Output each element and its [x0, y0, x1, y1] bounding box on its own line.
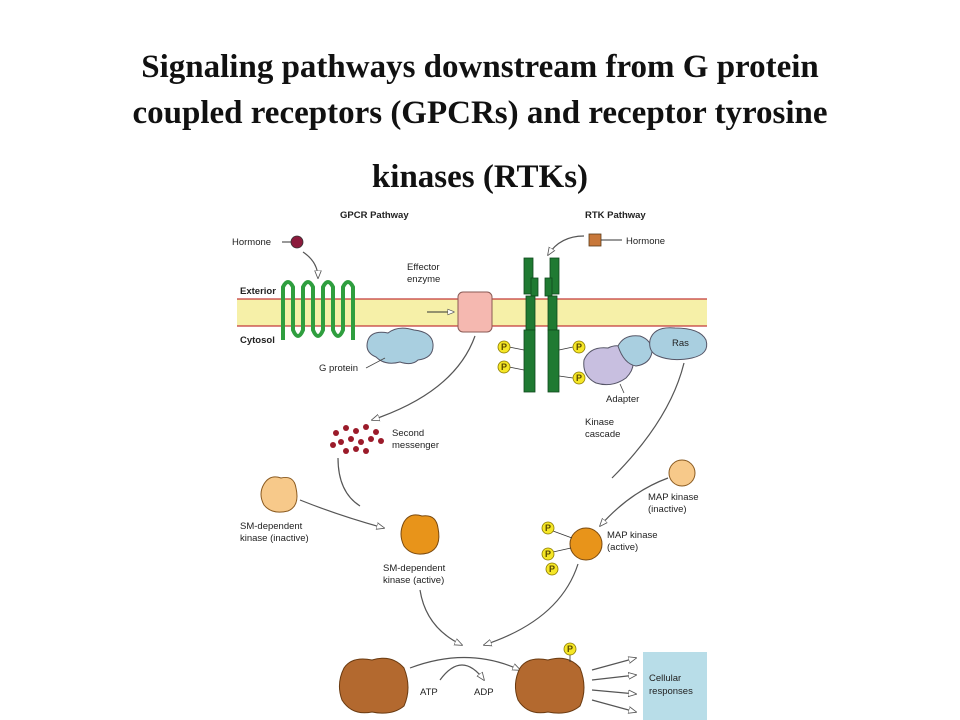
response-arrow-4: [591, 699, 636, 712]
svg-text:P: P: [545, 549, 551, 559]
arrow-kinase-cascade: [611, 362, 685, 479]
map-kinase-inactive-label-1: MAP kinase: [648, 492, 699, 503]
adapter-label: Adapter: [606, 394, 639, 405]
phosphate-map-2: P: [541, 547, 555, 561]
svg-text:P: P: [549, 564, 555, 574]
p-link-rtk-3: [558, 346, 574, 351]
hormone-label-gpcr: Hormone: [232, 237, 271, 248]
phosphate-substrate: P: [563, 642, 577, 656]
p-link-rtk-4: [558, 375, 574, 379]
effector-label-2: enzyme: [407, 274, 440, 285]
sm-kinase-active-label-1: SM-dependent: [383, 563, 446, 574]
p-link-map-1: [552, 530, 573, 539]
p-link-rtk-2: [508, 366, 525, 371]
page-title: Signaling pathways downstream from G pro…: [40, 44, 920, 200]
hormone-rtk-icon: [588, 233, 602, 247]
title-line-3: kinases (RTKs): [371, 159, 589, 195]
ras-label: Ras: [672, 338, 689, 349]
kinase-cascade-label-2: cascade: [585, 429, 620, 440]
second-messenger-label-1: Second: [392, 428, 424, 439]
response-arrow-1: [591, 658, 636, 671]
ras-protein: [649, 327, 708, 361]
arrow-effector-to-second-messenger: [372, 335, 476, 420]
map-kinase-inactive: [668, 459, 696, 487]
cellular-responses-label-2: responses: [649, 686, 693, 697]
gpcr-pathway-label: GPCR Pathway: [340, 210, 409, 221]
exterior-label: Exterior: [240, 286, 276, 297]
hormone-gpcr-icon: [290, 235, 304, 249]
effector-label-1: Effector: [407, 262, 440, 273]
cytosol-label: Cytosol: [240, 335, 275, 346]
atp-label: ATP: [420, 687, 438, 698]
phosphate-rtk-1: P: [497, 340, 511, 354]
phosphate-rtk-2: P: [497, 360, 511, 374]
g-protein-label: G protein: [319, 363, 358, 374]
arrow-second-messenger-to-sm-kinase: [337, 457, 361, 507]
sm-kinase-inactive: [260, 476, 298, 513]
reaction-arrow: [409, 656, 520, 670]
svg-text:P: P: [567, 644, 573, 654]
g-protein-pointer: [365, 357, 386, 369]
kinase-cascade-label-1: Kinase: [585, 417, 614, 428]
g-protein: [366, 327, 434, 365]
second-messenger-label-2: messenger: [392, 440, 439, 451]
atp-adp-arrow: [439, 664, 484, 680]
map-kinase-active: [569, 527, 603, 561]
phosphate-rtk-3: P: [572, 340, 586, 354]
svg-text:P: P: [576, 342, 582, 352]
hormone-binding-arrow-rtk: [548, 235, 585, 255]
cellular-responses-label-1: Cellular: [649, 673, 681, 684]
title-line-1: Signaling pathways downstream from G pro…: [141, 49, 819, 85]
arrow-sm-activation: [299, 499, 384, 528]
map-kinase-active-label-1: MAP kinase: [607, 530, 658, 541]
adp-label: ADP: [474, 687, 494, 698]
hormone-binding-arrow-gpcr: [302, 251, 318, 278]
arrow-sm-kinase-to-reaction: [419, 589, 462, 645]
response-arrow-3: [591, 690, 636, 694]
map-kinase-active-label-2: (active): [607, 542, 638, 553]
svg-text:P: P: [545, 523, 551, 533]
cellular-responses-box: [643, 652, 707, 720]
gpcr-receptor: [281, 280, 355, 340]
second-messenger-icon: [330, 424, 384, 454]
phosphate-map-1: P: [541, 521, 555, 535]
sm-kinase-inactive-label-2: kinase (inactive): [240, 533, 309, 544]
svg-text:P: P: [501, 362, 507, 372]
rtk-pathway-label: RTK Pathway: [585, 210, 646, 221]
substrate-protein: [338, 657, 409, 714]
phosphate-rtk-4: P: [572, 371, 586, 385]
p-link-rtk-1: [508, 346, 525, 351]
svg-text:P: P: [501, 342, 507, 352]
rtk-receptor-dimer: [523, 257, 560, 393]
p-link-map-2: [552, 547, 572, 553]
sm-kinase-active: [400, 514, 440, 555]
response-arrow-2: [591, 675, 636, 681]
effector-enzyme: [457, 291, 493, 333]
arrow-map-kinase-to-reaction: [484, 563, 579, 645]
sm-kinase-inactive-label-1: SM-dependent: [240, 521, 303, 532]
arrow-map-activation: [600, 477, 669, 526]
phosphate-map-3: P: [545, 562, 559, 576]
sm-kinase-active-label-2: kinase (active): [383, 575, 444, 586]
svg-text:P: P: [576, 373, 582, 383]
phosphorylated-substrate: [514, 657, 585, 714]
title-line-2: coupled receptors (GPCRs) and receptor t…: [132, 95, 828, 131]
adapter-pointer: [619, 383, 625, 394]
hormone-label-rtk: Hormone: [626, 236, 665, 247]
map-kinase-inactive-label-2: (inactive): [648, 504, 687, 515]
